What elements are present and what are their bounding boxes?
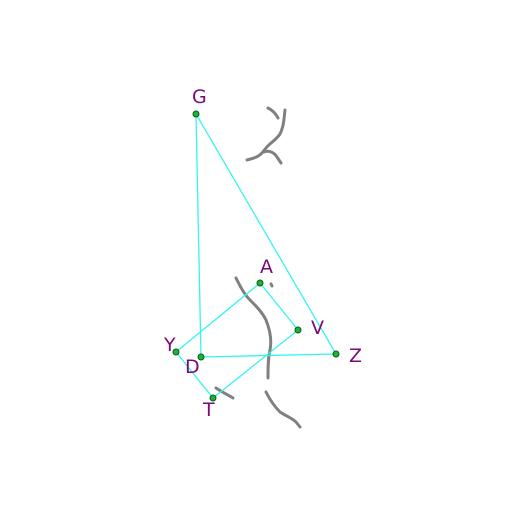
point-T xyxy=(209,394,217,402)
sketch-strokes xyxy=(214,106,302,429)
edge-T-Y xyxy=(175,351,214,399)
edge-G-Z xyxy=(195,113,337,355)
label-V: V xyxy=(311,317,324,339)
sketch-stroke-low-1 xyxy=(214,386,235,400)
edge-Y-A xyxy=(175,282,261,353)
sketch-stroke-top-2 xyxy=(245,108,287,162)
edge-G-D xyxy=(195,113,202,358)
sketch-stroke-mid-1 xyxy=(234,276,273,380)
point-V xyxy=(294,326,302,334)
edge-D-Z xyxy=(200,353,337,358)
vertices xyxy=(172,110,340,402)
point-Z xyxy=(332,350,340,358)
edge-V-T xyxy=(212,329,299,399)
point-D xyxy=(197,353,205,361)
label-G: G xyxy=(192,86,207,108)
labels: G A V Z Y D T xyxy=(163,86,362,421)
label-T: T xyxy=(202,399,215,421)
edges xyxy=(175,113,337,399)
point-A xyxy=(256,279,264,287)
label-A: A xyxy=(260,256,273,278)
edge-A-V xyxy=(259,282,299,331)
sketch-stroke-dot xyxy=(269,282,274,288)
sketch-stroke-top-3 xyxy=(262,149,283,165)
label-Y: Y xyxy=(163,334,176,356)
point-Y xyxy=(172,348,180,356)
label-Z: Z xyxy=(349,345,362,367)
sketch-stroke-top-1 xyxy=(266,106,280,120)
label-D: D xyxy=(185,356,200,378)
point-G xyxy=(192,110,200,118)
sketch-stroke-low-2 xyxy=(264,390,302,429)
